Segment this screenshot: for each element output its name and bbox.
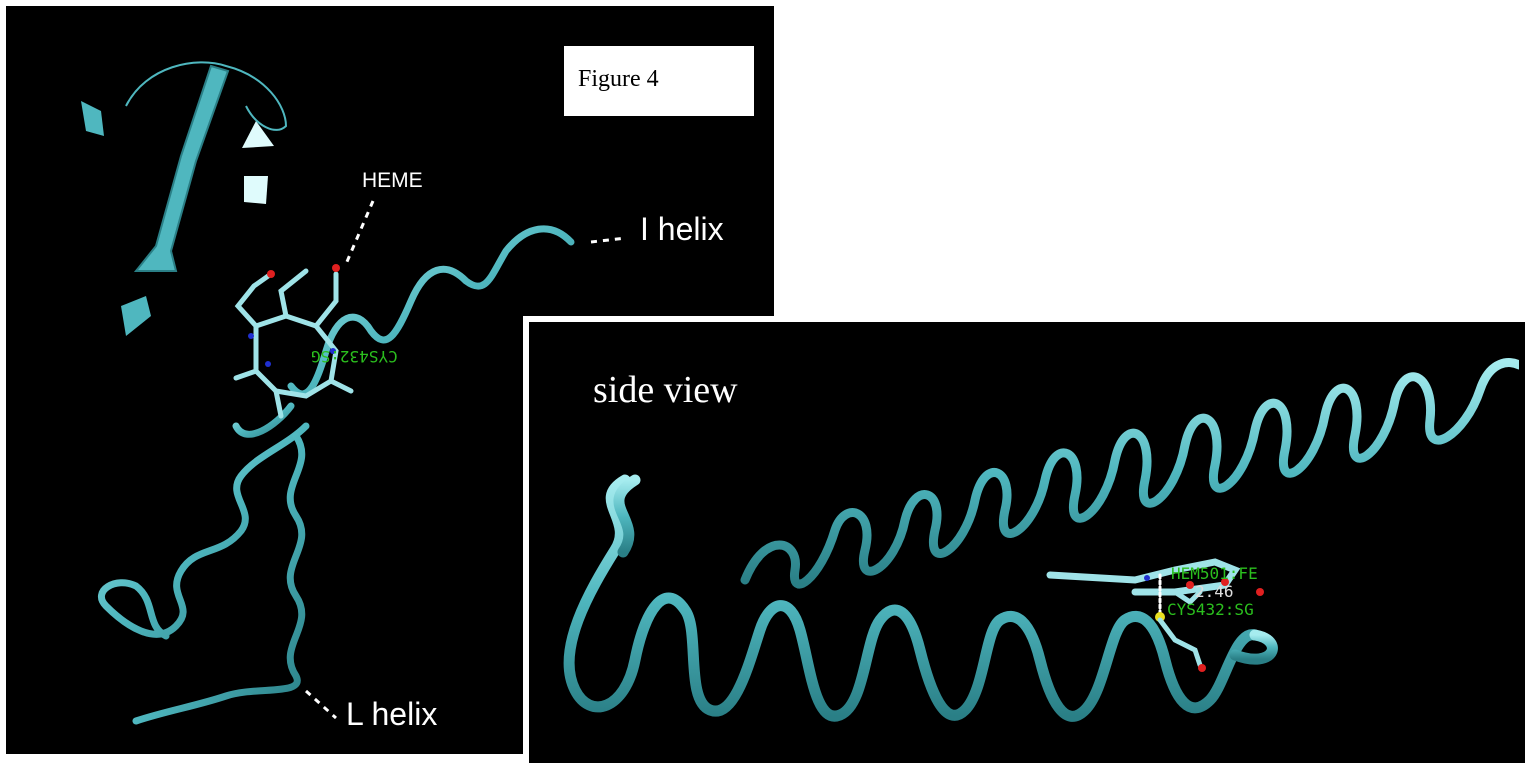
side-view-render: side view HEM501:FE 2.46 CYS432:SG — [535, 330, 1519, 758]
side-view-title: side view — [593, 368, 738, 412]
side-view-panel: side view HEM501:FE 2.46 CYS432:SG — [523, 316, 1525, 763]
mirrored-residue-tag: CYS432:SG — [311, 347, 398, 366]
upper-helix-ribbon — [745, 363, 1519, 585]
heme-group — [236, 264, 351, 416]
l-helix-label: L helix — [346, 696, 437, 733]
l-helix-ribbon — [101, 406, 306, 721]
fe-residue-tag: HEM501:FE — [1171, 564, 1258, 583]
sg-residue-tag: CYS432:SG — [1167, 600, 1254, 619]
bond-distance-label: 2.46 — [1195, 582, 1234, 601]
i-helix-label: I helix — [640, 211, 724, 248]
heme-label: HEME — [362, 169, 423, 193]
figure-label-box: Figure 4 — [564, 46, 754, 116]
lower-helix-ribbon — [569, 480, 1272, 716]
figure-title: Figure 4 — [578, 66, 659, 93]
beta-sheet-arrow — [81, 62, 286, 336]
